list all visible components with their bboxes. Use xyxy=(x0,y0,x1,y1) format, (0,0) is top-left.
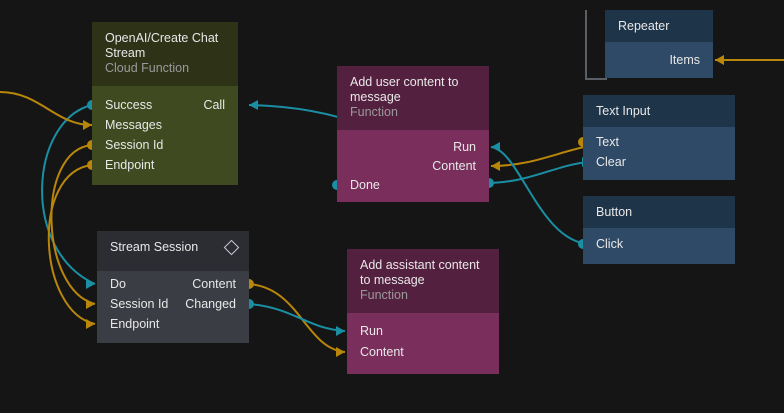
wire-done-out-to-clear xyxy=(486,161,592,184)
wire-success-to-do xyxy=(41,104,96,285)
node-title: Add user content to message xyxy=(350,75,459,104)
node-header[interactable]: Button xyxy=(583,196,735,228)
node-body xyxy=(92,86,238,185)
node-subtitle: Function xyxy=(360,288,408,302)
wire-edge-to-messages xyxy=(0,91,93,126)
wire-ss-changed-to-assistant-run xyxy=(248,303,346,332)
node-title: OpenAI/Create Chat Stream xyxy=(105,31,219,60)
node-title: Add assistant content to message xyxy=(360,258,480,287)
wire-arrowhead xyxy=(249,100,258,110)
wire-arrowhead xyxy=(336,326,345,336)
node-title: Stream Session xyxy=(110,240,199,254)
wire-ss-content-to-assistant-content xyxy=(248,283,346,353)
port-changed[interactable]: Changed xyxy=(185,297,236,311)
port-run[interactable]: Run xyxy=(453,140,476,154)
node-title: Button xyxy=(596,205,633,219)
port-content[interactable]: Content xyxy=(360,345,404,359)
port-success[interactable]: Success xyxy=(105,98,153,112)
node-subtitle: Function xyxy=(350,105,398,119)
port-session-id[interactable]: Session Id xyxy=(110,297,169,311)
node-title: Repeater xyxy=(618,19,670,33)
node-body xyxy=(583,228,735,264)
port-done[interactable]: Done xyxy=(350,178,380,192)
node-body xyxy=(97,271,249,343)
port-text[interactable]: Text xyxy=(596,135,619,149)
node-subtitle: Cloud Function xyxy=(105,61,190,75)
node-header[interactable]: Text Input xyxy=(583,95,735,127)
port-items[interactable]: Items xyxy=(669,53,700,67)
wire-arrowhead xyxy=(86,299,95,309)
wire-arrowhead xyxy=(491,142,500,152)
wire-endpoint-link xyxy=(47,164,96,325)
node-header[interactable]: Stream Session xyxy=(97,231,249,271)
wire-arrowhead xyxy=(336,347,345,357)
wire-arrowhead xyxy=(491,161,500,171)
wire-arrowhead xyxy=(86,319,95,329)
port-clear[interactable]: Clear xyxy=(596,155,626,169)
node-body xyxy=(605,42,713,78)
repeater-scope-bracket xyxy=(585,10,607,80)
node-header[interactable]: Repeater xyxy=(605,10,713,42)
port-do[interactable]: Do xyxy=(110,277,126,291)
wire-button-click-to-run xyxy=(490,146,592,245)
wire-arrowhead xyxy=(715,55,724,65)
port-click[interactable]: Click xyxy=(596,237,624,251)
port-run[interactable]: Run xyxy=(360,324,383,338)
wire-arrowhead xyxy=(86,279,95,289)
wire-arrowhead xyxy=(83,120,92,130)
port-endpoint[interactable]: Endpoint xyxy=(110,317,160,331)
wire-sessionid-link xyxy=(50,144,96,305)
port-content[interactable]: Content xyxy=(432,159,476,173)
port-call[interactable]: Call xyxy=(203,98,225,112)
port-session-id[interactable]: Session Id xyxy=(105,138,164,152)
port-endpoint[interactable]: Endpoint xyxy=(105,158,155,172)
port-content[interactable]: Content xyxy=(192,277,236,291)
port-messages[interactable]: Messages xyxy=(105,118,162,132)
node-body xyxy=(347,313,499,374)
node-title: Text Input xyxy=(596,104,651,118)
